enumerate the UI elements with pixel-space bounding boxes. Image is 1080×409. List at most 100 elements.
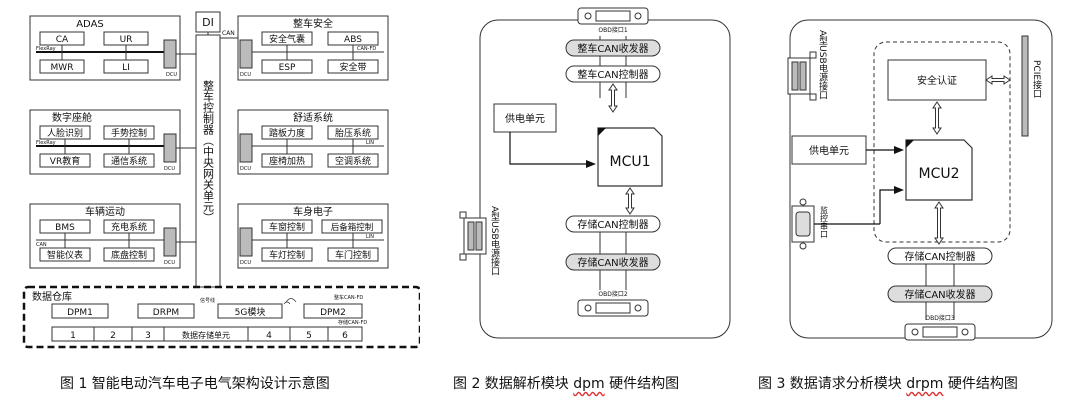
motion-dcu-label: DCU [164,260,175,266]
storage-cell-2: 2 [110,331,116,341]
g5-module-box: 5G模块 [235,306,266,318]
figure-2-dpm-hardware: OBD接口1 整车CAN收发器 整车CAN控制器 供电单元 MCU1 存储CAN… [450,0,740,360]
storage-can-controller-fig3 [887,247,993,265]
body-dcu-label: DCU [240,260,251,266]
monitor-serial-label: 监控串口 [820,205,829,238]
motion-item-charging: 充电系统 [111,221,147,233]
warehouse-title: 数据仓库 [32,290,72,303]
adas-flexray: FlexRay [36,46,56,52]
comfort-item-pedal: 踏板力度 [269,127,305,139]
vehicle-can-transceiver [565,39,661,57]
mcu1-chip [597,127,663,187]
storage-can-controller-label: 存储CAN控制器 [577,218,648,231]
adas-group: ADAS CA UR MWR LI FlexRay DCU [29,15,196,81]
body-item-lights: 车灯控制 [269,249,305,261]
di-label: DI [202,16,214,29]
motion-title: 车辆运动 [85,205,125,218]
safety-item-airbag: 安全气囊 [269,33,305,45]
caption-3-prefix: 图 3 数据请求分析模块 [758,376,907,392]
adas-item-ur: UR [120,35,133,45]
power-unit-box [493,103,557,133]
serial-port-icon [791,198,815,250]
arrow-power-mcu1 [586,160,596,168]
arrow-auth-mcu2 [932,101,942,135]
comfort-item-seat: 座椅加热 [269,155,305,167]
usb-label-fig3: A型USB电源接口 [817,30,828,100]
storage-can-transceiver-fig3 [887,285,993,303]
pcie-slot [1021,35,1029,137]
data-warehouse-group: 数据仓库 DPM1 DRPM 5G模块 DPM2 信号线 整车CAN-FD 存储… [22,285,420,349]
power-unit-box-fig3 [791,135,867,165]
power-unit-label: 供电单元 [505,112,545,125]
caption-2-suffix: 硬件结构图 [604,376,680,392]
vehicle-can-transceiver-label: 整车CAN收发器 [577,42,648,55]
vehicle-canfd-label: 整车CAN-FD [334,294,363,301]
body-lin: LIN [366,234,374,240]
motion-can: CAN [36,242,47,248]
figure-3-drpm-hardware: A型USB电源接口 安全认证 PCIE接口 MCU2 供电单元 监控串口 存储C… [770,0,1070,360]
caption-figure-3: 图 3 数据请求分析模块 drpm 硬件结构图 [758,373,1018,393]
mcu2-chip [905,139,973,201]
mcu2-label: MCU2 [918,166,959,182]
cockpit-group: 数字座舱 人脸识别 手势控制 VR教育 通信系统 FlexRay DCU [29,109,196,175]
dpm1-box: DPM1 [67,308,93,318]
arrow-auth-pcie [985,75,1011,85]
gateway-label: 整车控制器（中央网关单元） [202,79,215,223]
storage-cell-6: 6 [342,331,348,341]
storage-cell-label: 数据存储单元 [182,330,230,340]
body-group: 车身电子 车窗控制 后备箱控制 车灯控制 车门控制 LIN DCU [237,203,389,269]
storage-canfd-label: 存储CAN-FD [338,319,367,326]
figure-3-canvas: A型USB电源接口 安全认证 PCIE接口 MCU2 供电单元 监控串口 存储C… [787,19,1053,341]
caption-2-prefix: 图 2 数据解析模块 [453,376,574,392]
storage-cell-3: 3 [145,331,151,341]
caption-2-emphasis: dpm [573,376,605,392]
storage-cell-1: 1 [70,331,76,341]
can-label-top: CAN [222,30,235,37]
comfort-item-ac: 空调系统 [335,155,371,167]
safety-group: 整车安全 安全气囊 ABS ESP 安全带 CAN-FD DCU [237,15,389,81]
caption-3-emphasis: drpm [906,376,944,392]
motion-group: 车辆运动 BMS 充电系统 智能仪表 底盘控制 CAN DCU [29,203,196,269]
storage-can-transceiver-label-fig3: 存储CAN收发器 [904,288,975,301]
obd2-label: OBD接口2 [598,290,627,298]
caption-figure-2: 图 2 数据解析模块 dpm 硬件结构图 [453,373,679,393]
security-auth-box [887,59,987,101]
safety-item-abs: ABS [344,35,362,45]
power-unit-label-fig3: 供电单元 [809,144,849,157]
motion-item-bms: BMS [55,223,75,233]
usb-port-icon [459,211,487,261]
caption-3-suffix: 硬件结构图 [943,376,1018,392]
storage-can-transceiver [565,253,661,271]
body-item-window: 车窗控制 [269,221,305,233]
body-dcu-connector [239,227,253,257]
storage-can-controller [565,215,661,233]
storage-unit-row [51,326,363,342]
cockpit-item-comm: 通信系统 [111,155,147,167]
adas-item-li: LI [122,63,130,73]
caption-1-text: 图 1 智能电动汽车电子电气架构设计示意图 [60,376,330,392]
body-item-trunk: 后备箱控制 [331,222,374,233]
adas-item-mwr: MWR [51,63,74,73]
adas-item-ca: CA [56,35,69,45]
comfort-group: 舒适系统 踏板力度 胎压系统 座椅加热 空调系统 LIN DCU [237,109,389,175]
gateway-box [195,34,221,288]
comfort-item-tire: 胎压系统 [335,127,371,139]
wireless-signal-icon [283,298,297,305]
cockpit-title: 数字座舱 [52,111,92,124]
signal-line-label: 信号线 [200,297,215,304]
arrow-serial-mcu2 [894,186,904,194]
storage-can-transceiver-label: 存储CAN收发器 [577,256,648,269]
cockpit-flexray: FlexRay [36,140,56,146]
arrow-mcu2-storage [934,201,944,245]
comfort-title: 舒适系统 [293,111,333,124]
motion-item-chassis: 底盘控制 [111,249,147,261]
cockpit-dcu-label: DCU [164,166,175,172]
usb-label-fig2: A型USB电源接口 [489,206,500,276]
body-title: 车身电子 [293,205,333,218]
motion-item-dashboard: 智能仪表 [47,249,83,261]
obd1-label: OBD接口1 [598,26,627,34]
safety-canfd: CAN-FD [357,46,376,52]
obd3-label: OBD接口3 [925,314,954,322]
safety-title: 整车安全 [293,17,333,30]
figure-1-ee-architecture: 整车控制器（中央网关单元） DI CAN ADAS CA UR MWR LI F… [0,0,420,360]
